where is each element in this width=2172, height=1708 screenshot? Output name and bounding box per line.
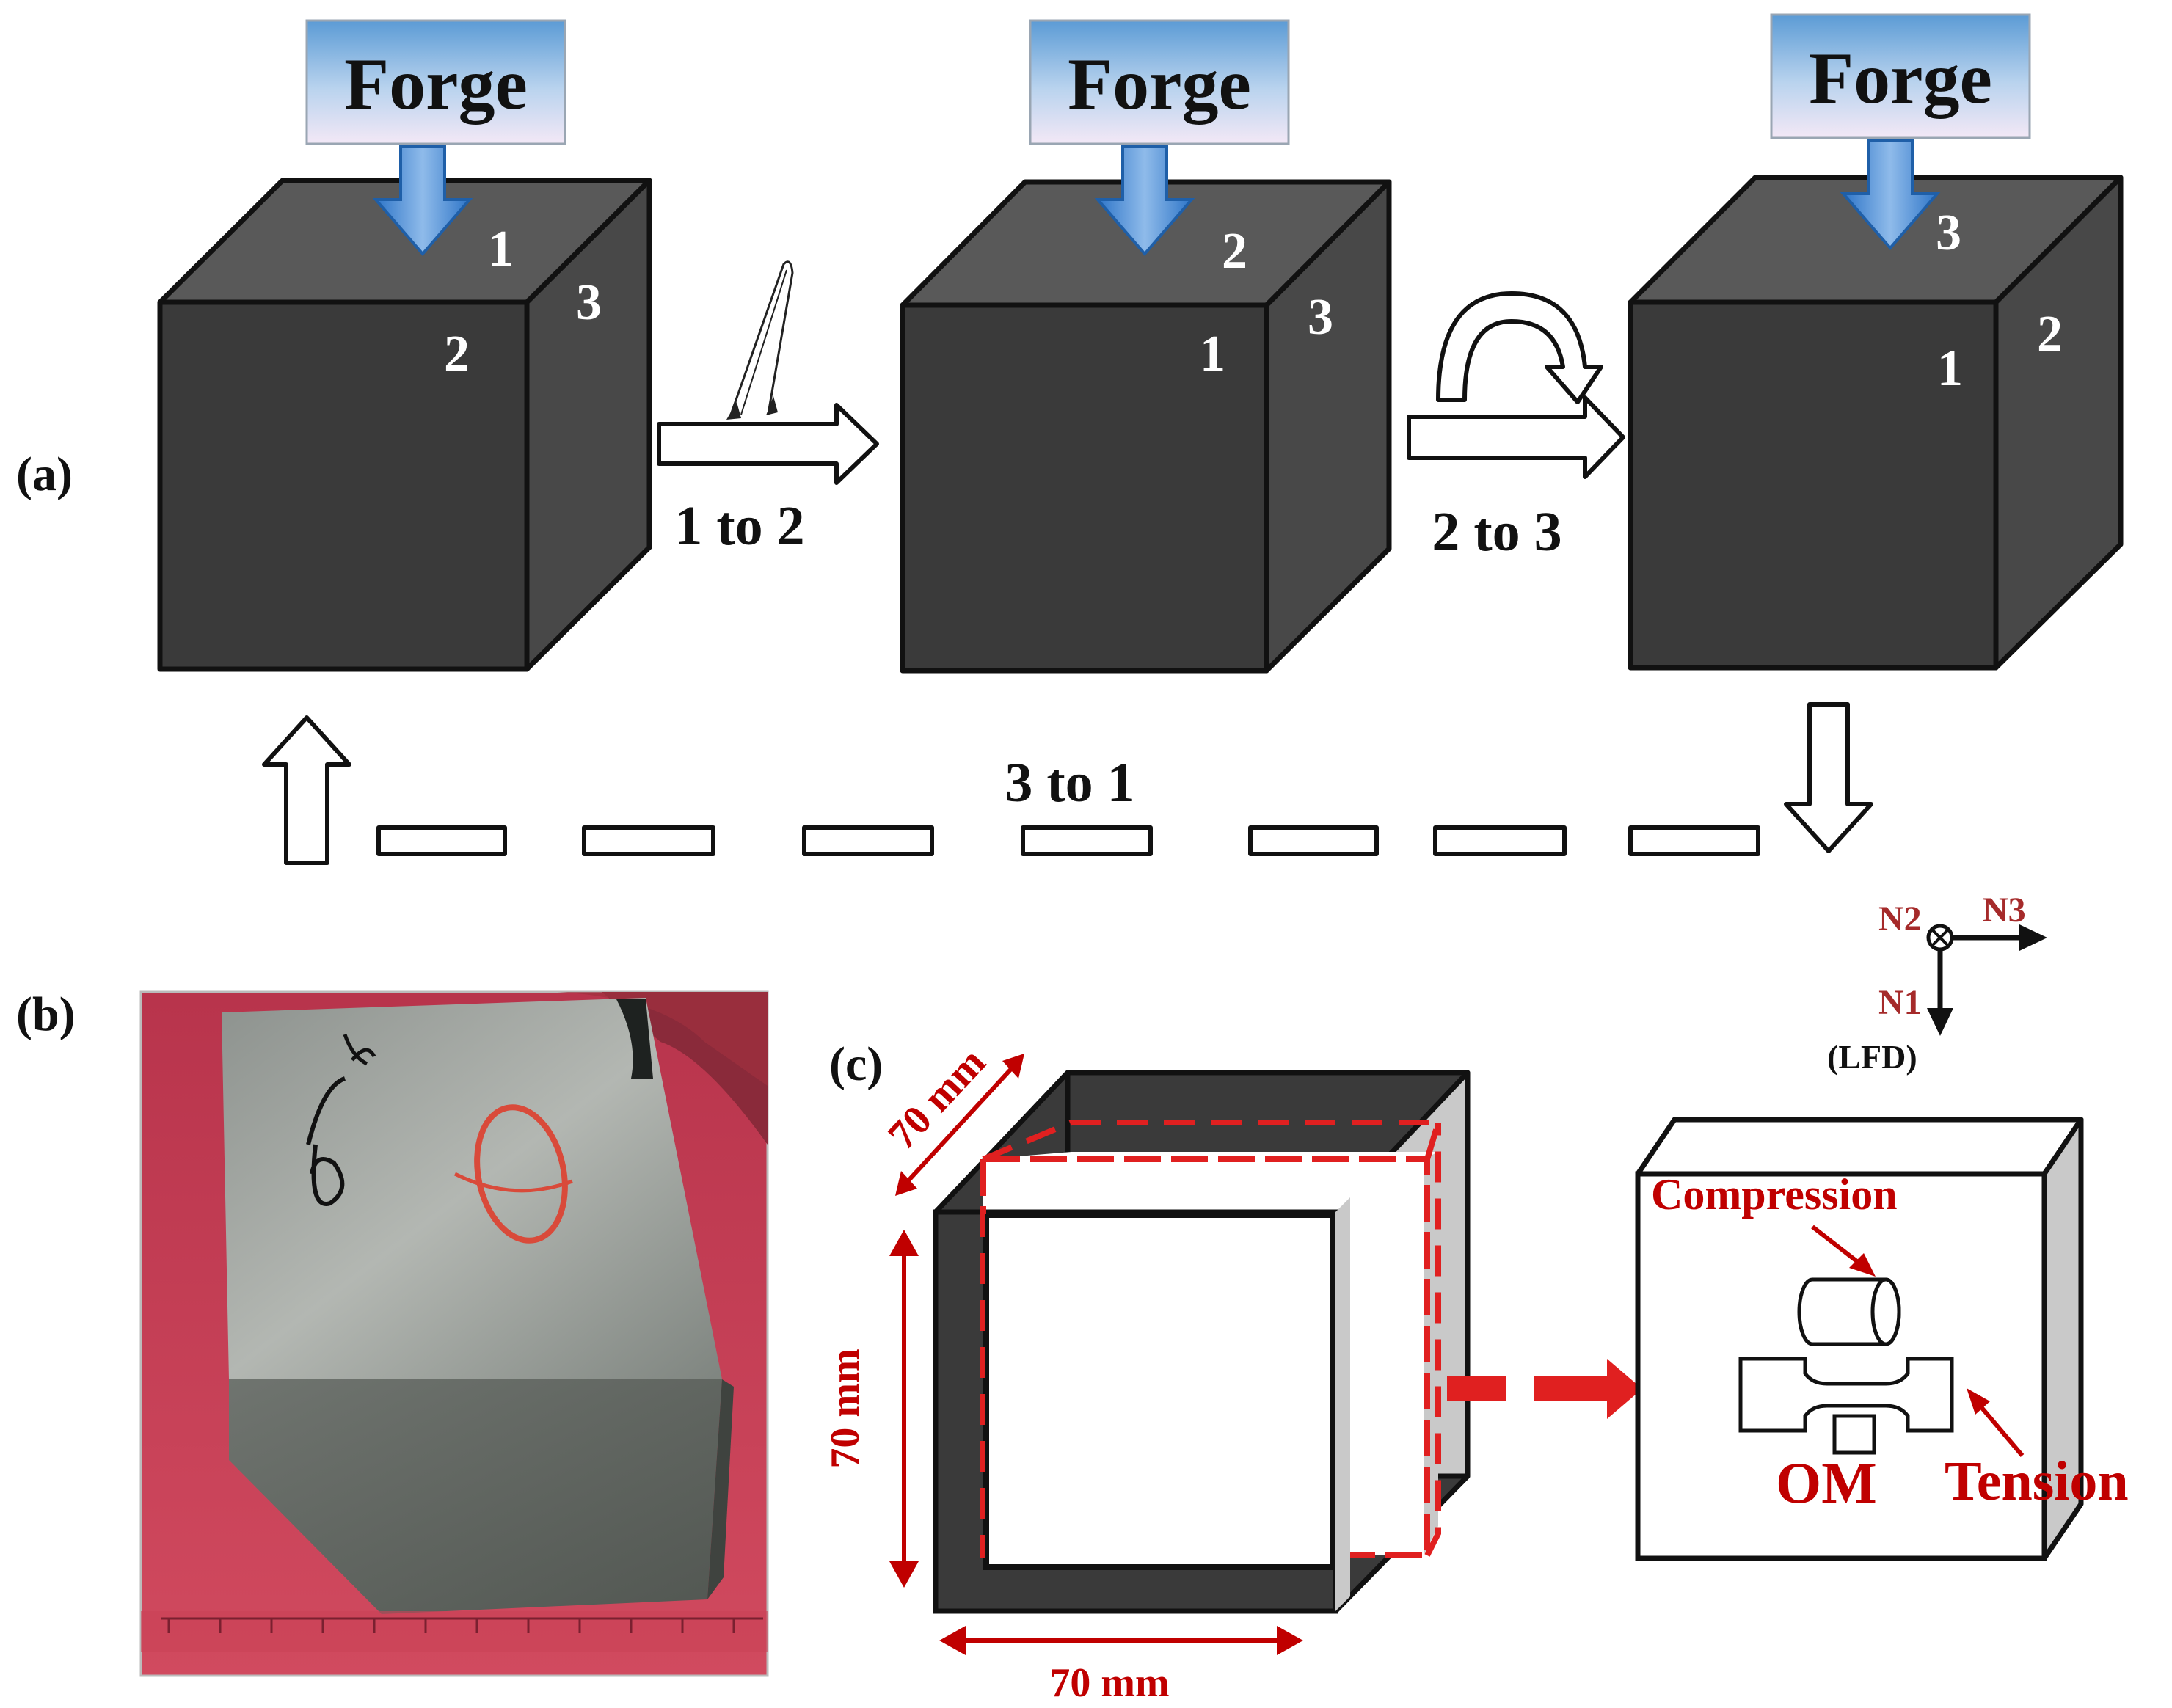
axis-n2-label: N2 <box>1878 899 1922 938</box>
om-specimen-icon <box>1832 1414 1876 1455</box>
cube-2: 2 1 3 <box>900 179 1392 674</box>
transition-label-1-to-2: 1 to 2 <box>674 495 804 557</box>
om-label: OM <box>1776 1451 1877 1516</box>
rotation-hint-icon <box>729 260 794 417</box>
cube-1-side-number: 3 <box>576 274 602 331</box>
flip-arrow-icon <box>1436 291 1603 404</box>
sample-photo <box>139 990 769 1677</box>
panel-label-b: (b) <box>16 988 76 1041</box>
cube-2-top-number: 2 <box>1222 223 1247 280</box>
up-arrow <box>262 715 351 865</box>
forge-arrow-3 <box>1840 139 1941 251</box>
cube-2-side-number: 3 <box>1308 289 1333 346</box>
specimen-slab: Compression Tension OM <box>1635 1117 2129 1561</box>
ruler <box>141 1611 768 1652</box>
dash-3 <box>802 825 934 856</box>
cube-1-front-number: 2 <box>444 326 470 382</box>
dash-5 <box>1248 825 1379 856</box>
cube-2-front-number: 1 <box>1200 326 1225 382</box>
dimension-width: 70 mm <box>939 1626 1303 1706</box>
forge-press-3: Forge <box>1770 13 2031 251</box>
dimension-width-label: 70 mm <box>1049 1660 1169 1706</box>
dimension-height: 70 mm <box>823 1230 919 1588</box>
dash-6 <box>1433 825 1567 856</box>
marker-six <box>306 1076 346 1206</box>
transition-arrow-2-to-3: 2 to 3 <box>1407 291 1625 563</box>
cube-3-front-number: 1 <box>1937 340 1963 397</box>
dash-7 <box>1628 825 1760 856</box>
dash-1 <box>376 825 507 856</box>
panel-label-c: (c) <box>829 1037 883 1091</box>
tension-label: Tension <box>1945 1450 2129 1512</box>
transition-arrow-1-to-2: 1 to 2 <box>657 260 879 557</box>
forge-press-1: Forge <box>305 19 566 257</box>
axis-n1-label: N1 <box>1878 983 1922 1022</box>
dash-2 <box>582 825 715 856</box>
tension-specimen-icon <box>1738 1357 1954 1433</box>
axis-n3-label: N3 <box>1983 891 2026 930</box>
cube-3-top-number: 3 <box>1936 205 1961 261</box>
return-loop-3-to-1: 3 to 1 <box>262 702 1873 865</box>
forge-label-2: Forge <box>1068 43 1251 125</box>
dash-4 <box>1021 825 1153 856</box>
compression-label: Compression <box>1651 1170 1898 1219</box>
dimension-depth-label: 70 mm <box>879 1040 994 1158</box>
axis-lfd-label: (LFD) <box>1827 1038 1917 1076</box>
dimension-height-label: 70 mm <box>823 1348 868 1468</box>
transition-label-3-to-1: 3 to 1 <box>1005 752 1134 814</box>
panel-label-a: (a) <box>16 448 73 501</box>
cube-1-top-number: 1 <box>488 221 514 277</box>
forge-label-1: Forge <box>344 43 528 125</box>
sample-block-top <box>222 998 722 1379</box>
forge-label-3: Forge <box>1809 37 1992 119</box>
transition-label-2-to-3: 2 to 3 <box>1432 501 1561 563</box>
sample-block-front <box>229 1379 722 1614</box>
red-transfer-arrow <box>1447 1359 1642 1419</box>
sampling-cube <box>933 1070 1471 1614</box>
cube-1: 1 2 3 <box>157 178 652 672</box>
forge-arrow-1 <box>372 145 473 257</box>
down-arrow <box>1784 702 1873 853</box>
forge-press-2: Forge <box>1029 19 1290 257</box>
coordinate-axes: N2 N3 N1 (LFD) <box>1827 891 2047 1076</box>
cube-3-side-number: 2 <box>2037 306 2063 362</box>
forge-arrow-2 <box>1094 145 1195 257</box>
cube-3: 3 1 2 <box>1628 175 2124 671</box>
compression-specimen-icon <box>1797 1277 1901 1346</box>
